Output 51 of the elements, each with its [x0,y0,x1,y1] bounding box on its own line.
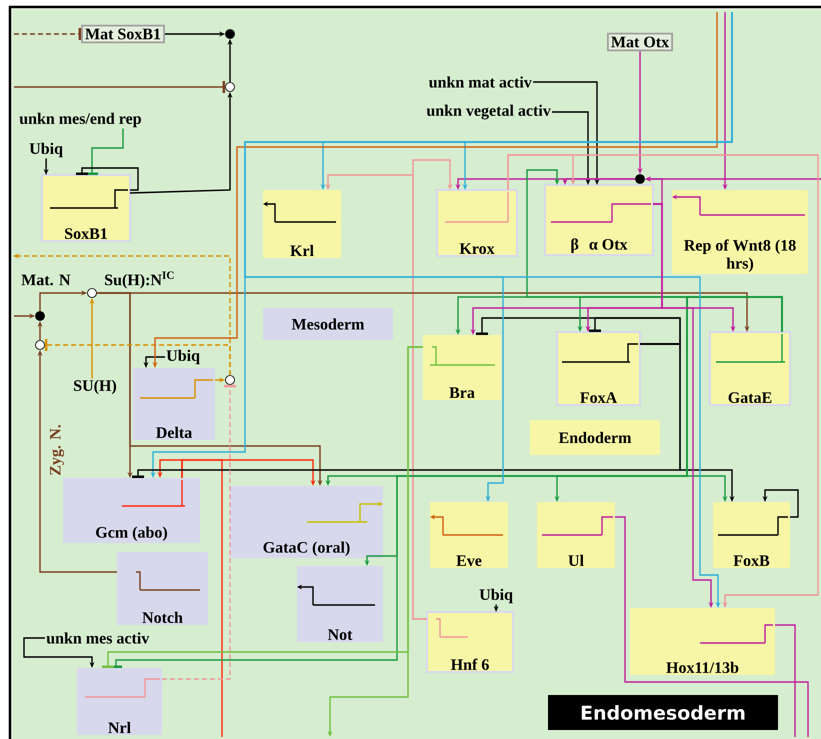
gene-box: FoxA [556,331,641,406]
input-label: unkn mes activ [46,632,150,644]
inhibition-line [14,81,226,93]
input-label: unkn mes/end rep [19,112,141,128]
region-label: Endomesoderm [548,695,778,730]
input-box: Mat Otx [607,32,673,52]
annotation-label: Mat. N [21,274,70,286]
gene-box: Krox [436,189,518,257]
junction-dot [87,288,97,298]
gene-box: Eve [430,502,508,568]
connector-line [181,459,223,737]
gene-box: β α Otx [544,184,654,256]
gene-box: Gcm (abo) [63,478,200,543]
region-label: Endoderm [530,420,660,455]
inhibition-line [76,167,139,191]
gene-box: Not [297,566,383,642]
junction-dot [35,340,45,350]
inhibition-line [86,128,124,175]
inhibition-line [14,28,82,40]
gene-box: FoxB [713,502,790,568]
arrow [412,159,453,620]
annotation-label: Zyg. N. [50,424,64,476]
gene-box: Notch [117,552,208,625]
junction-dot [635,174,645,184]
input-box: Mat SoxB1 [81,24,165,44]
gene-box: Hnf 6 [426,611,514,673]
input-label: unkn vegetal activ [426,104,551,120]
gene-box: Rep of Wnt8 (18 hrs) [672,190,808,274]
input-label: Ubiq [30,142,63,158]
annotation-label: Su(H):N$^{IC}$ [105,271,174,289]
connector-line [615,516,809,737]
connector-line [775,624,796,737]
junction-dot [225,375,235,385]
junction-dot [35,311,45,321]
gene-box: Ul [537,502,615,568]
input-label: Ubiq [480,588,513,604]
gene-box: Nrl [77,668,162,735]
input-label: Ubiq [166,350,200,364]
inhibition-line [589,317,681,345]
junction-dot [225,82,235,92]
input-label: unkn mat activ [428,76,532,88]
input-label: SU(H) [74,380,116,394]
region-label: Mesoderm [263,308,393,340]
gene-box: SoxB1 [41,174,131,242]
gene-box: GataE [709,331,791,406]
gene-box: GataC (oral) [230,486,383,558]
gene-box: Hox11/13b [630,608,775,675]
inhibition-line [162,384,236,680]
gene-box: Krl [263,190,341,258]
gene-box: Delta [133,368,215,440]
gene-box: Bra [423,335,501,400]
